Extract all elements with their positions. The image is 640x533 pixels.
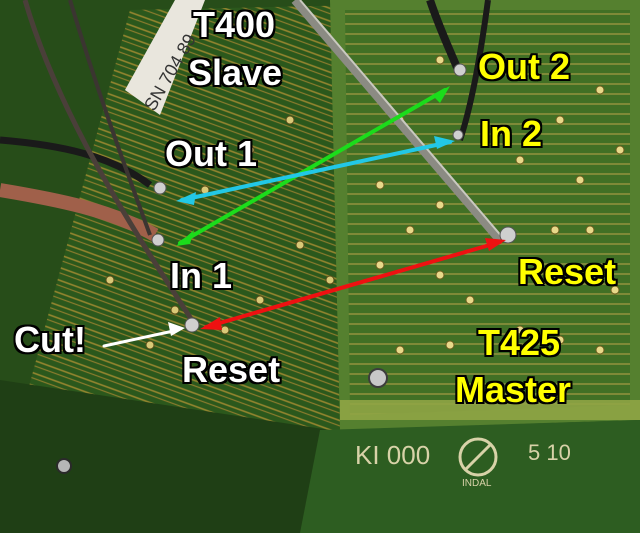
arrow-white	[102, 328, 180, 348]
arrow-cyan	[180, 140, 452, 202]
label-out2: Out 2	[478, 46, 571, 87]
serial-sticker	[125, 0, 205, 115]
wire-brown-left	[22, 0, 198, 327]
annotation-arrows	[102, 86, 506, 348]
label-reset-slave: Reset	[182, 349, 281, 390]
wire-brown-left-2	[68, 0, 152, 236]
silk-code: KI 000	[355, 440, 431, 470]
label-t425: T425	[478, 322, 561, 363]
master-board-edge	[340, 400, 640, 420]
wire-tan-left	[0, 183, 159, 242]
wire-black-right	[426, 0, 462, 72]
label-slave: Slave	[188, 52, 283, 93]
silk-num: 5 10	[528, 440, 571, 465]
lower-board-strip	[300, 420, 640, 533]
slave-board-edge	[0, 380, 330, 533]
slave-via-holes	[105, 115, 335, 350]
solder-joints	[151, 63, 517, 333]
mount-hole-master	[368, 368, 388, 388]
label-master: Master	[455, 369, 572, 410]
label-in2: In 2	[480, 113, 543, 154]
maker-logo	[458, 437, 498, 477]
wire-black-left	[0, 136, 153, 188]
probe-rod	[291, 0, 504, 243]
arrow-green	[178, 88, 447, 245]
silk-maker: INDAL	[462, 478, 492, 489]
arrow-red	[204, 240, 502, 329]
label-in1: In 1	[170, 255, 233, 296]
wire-black-right-2	[457, 0, 491, 141]
master-board-traces	[345, 10, 630, 415]
mount-hole-slave	[56, 458, 72, 474]
label-reset-master: Reset	[518, 251, 617, 292]
label-cut: Cut!	[14, 319, 86, 360]
label-out1: Out 1	[165, 133, 258, 174]
label-t400: T400	[193, 4, 276, 45]
